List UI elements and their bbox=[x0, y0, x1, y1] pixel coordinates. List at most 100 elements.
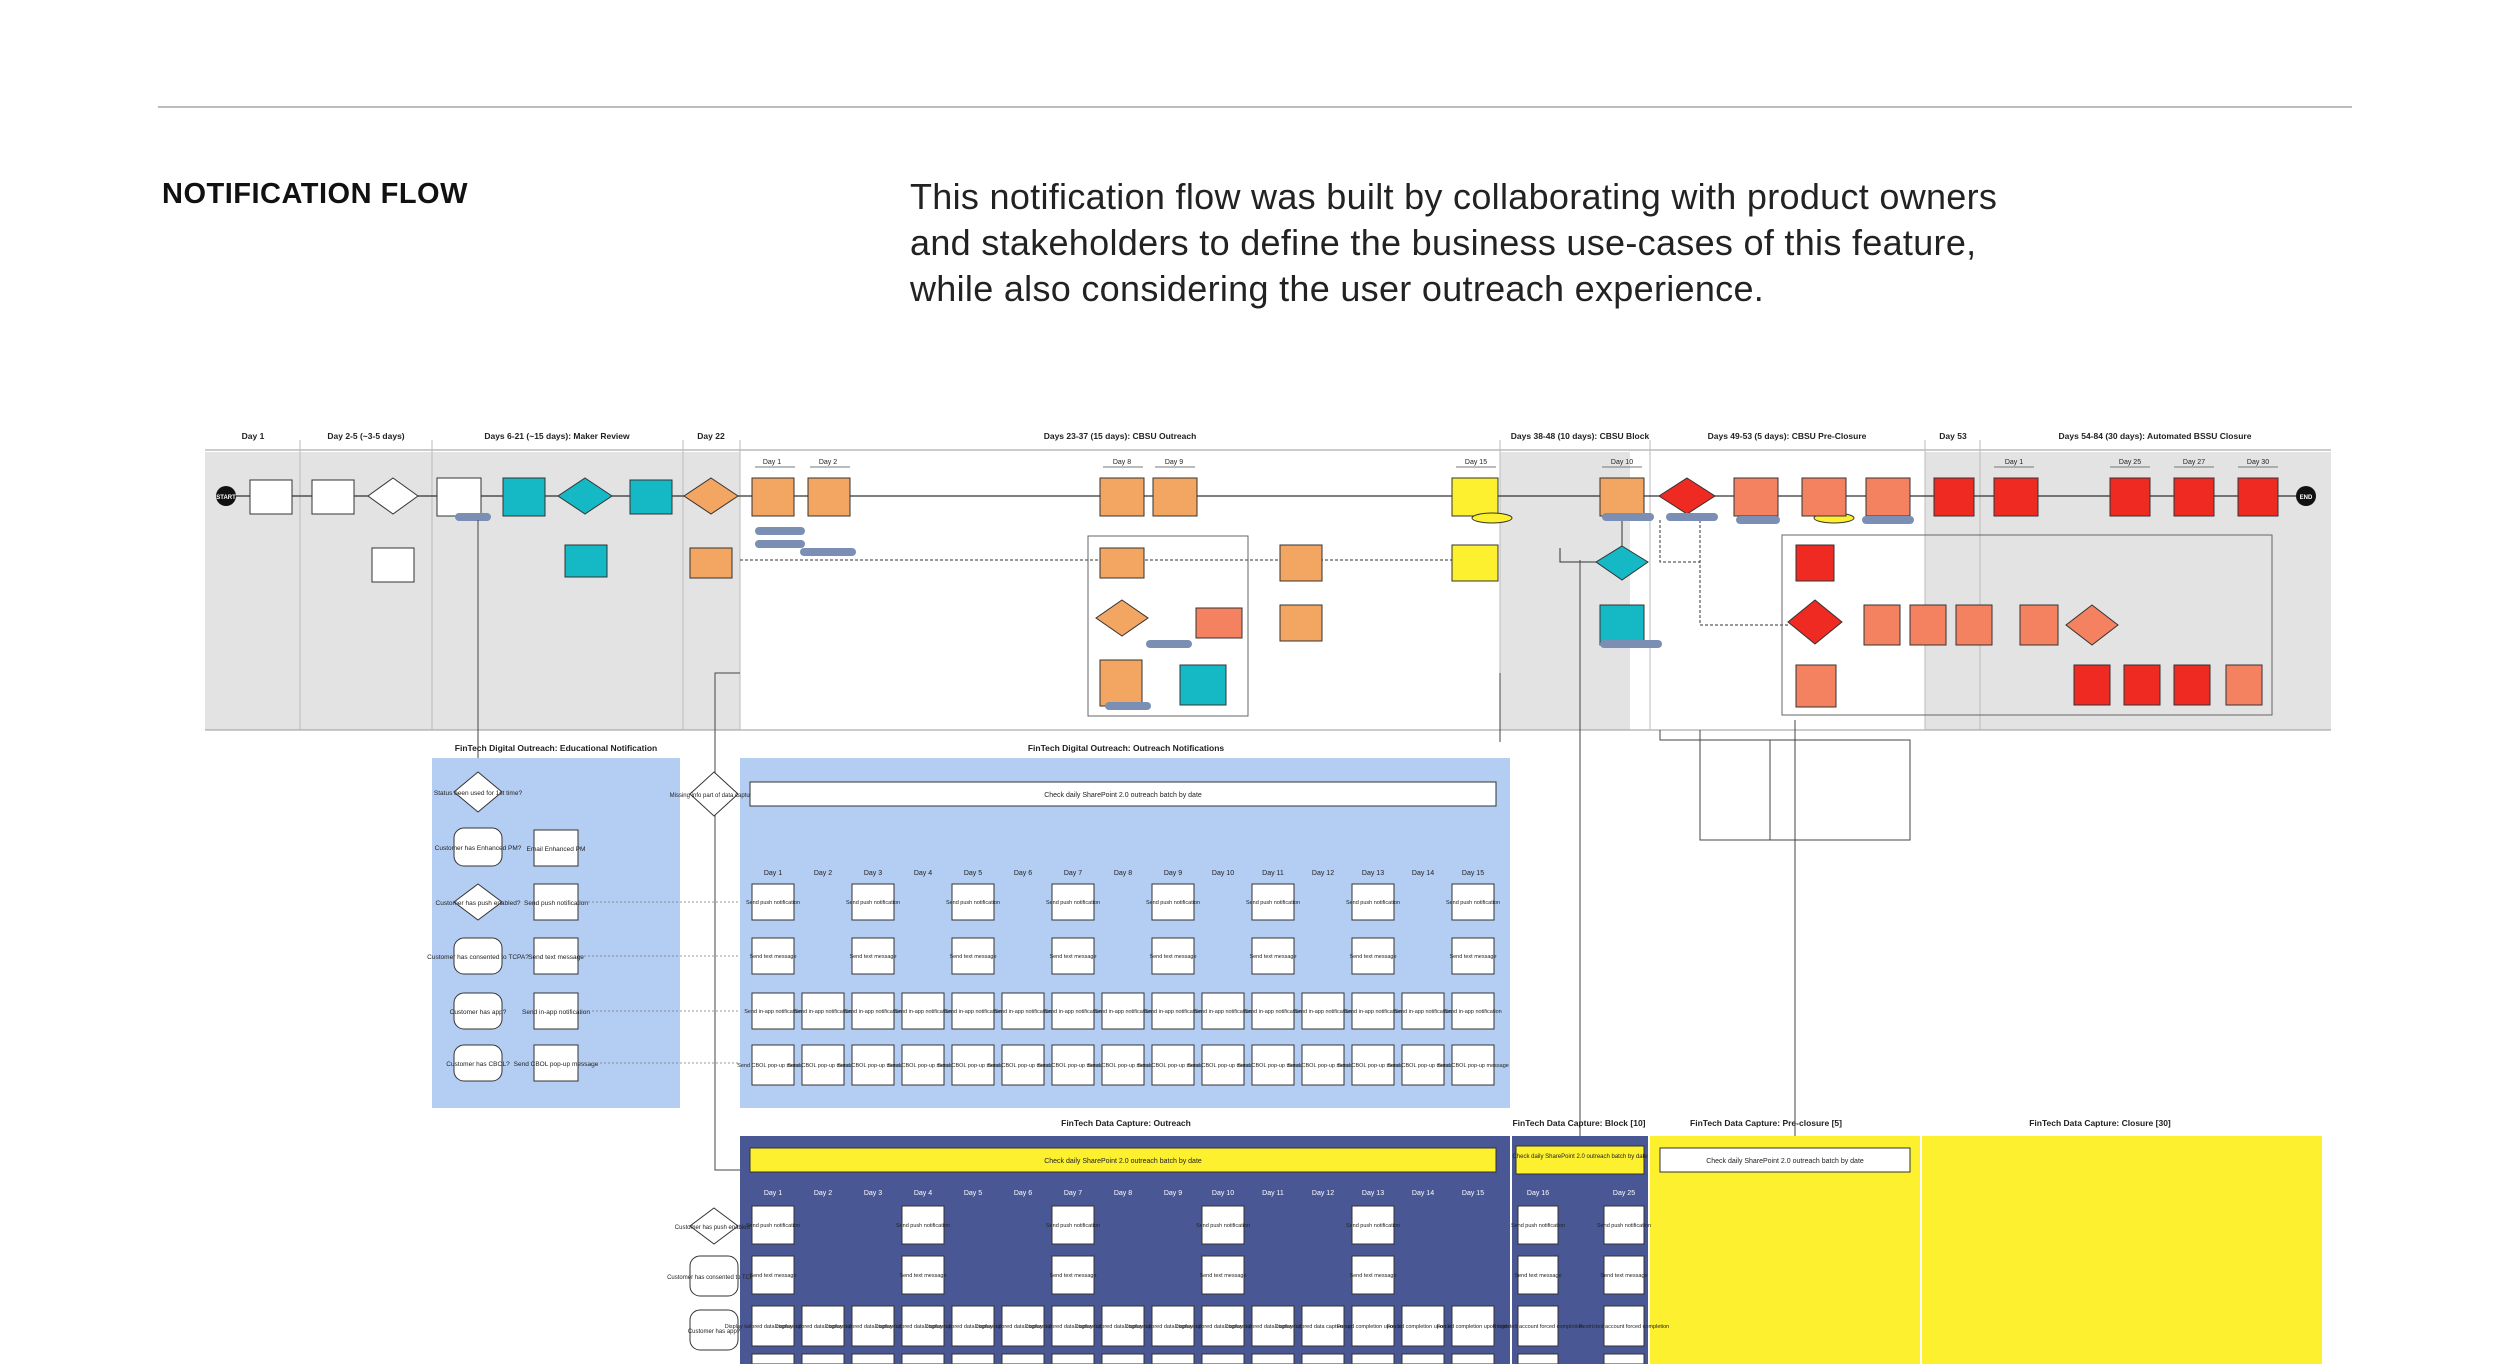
intro-line-1: This notification flow was built by coll… bbox=[910, 176, 1998, 217]
capture-text-cell bbox=[751, 1255, 795, 1295]
svg-text:Send text message: Send text message bbox=[528, 954, 584, 961]
intro-line-3: while also considering the user outreach… bbox=[910, 268, 1765, 309]
customer-opts-out-box bbox=[1279, 544, 1323, 582]
block-text-cell bbox=[1603, 1255, 1645, 1295]
edu-action-email bbox=[533, 829, 579, 867]
capture-display-cell-label: Display tailored data capture upon login bbox=[1275, 1324, 1372, 1330]
outreach-cbol-cell-label: Send CBOL pop-up message bbox=[1387, 1063, 1459, 1069]
capture-display-cell-label: Forced completion upon login bbox=[1437, 1324, 1509, 1330]
outreach-text-cell bbox=[851, 937, 895, 975]
outreach-batch-bar bbox=[749, 781, 1497, 807]
capture-batch-bar bbox=[749, 1147, 1497, 1173]
capture-push-cell-label: Send push notification bbox=[1046, 1223, 1100, 1229]
outreach-day-4: Day 4 bbox=[914, 870, 932, 877]
edu-decision-3 bbox=[453, 883, 503, 921]
outreach-inapp-cell-label: Send in-app notification bbox=[1094, 1009, 1151, 1015]
capture-day-8: Day 8 bbox=[1114, 1190, 1132, 1197]
outreach-day-3: Day 3 bbox=[864, 870, 882, 877]
outreach-inapp-cell-label: Send in-app notification bbox=[944, 1009, 1001, 1015]
edu-decision-4 bbox=[453, 937, 503, 975]
email-maker-box bbox=[1795, 664, 1837, 708]
subday-1: Day 1 bbox=[763, 459, 781, 466]
capture-day-15: Day 15 bbox=[1462, 1190, 1484, 1197]
trigger-outreach-box bbox=[629, 479, 673, 515]
cbsu-assigned-diamond bbox=[367, 477, 419, 515]
kyc-sorted-box bbox=[311, 479, 355, 515]
outreach-inapp-cell bbox=[1251, 992, 1295, 1030]
block-push-cell bbox=[1603, 1205, 1645, 1245]
outreach-title: FinTech Digital Outreach: Outreach Notif… bbox=[1028, 743, 1225, 753]
outreach-text-cell bbox=[1351, 937, 1395, 975]
capture-text-cell bbox=[901, 1255, 945, 1295]
capture-text-cell bbox=[1201, 1255, 1245, 1295]
capture-display-cell-label: Forced completion upon login bbox=[1337, 1324, 1409, 1330]
capture-display-cell-label: Display tailored data capture upon login bbox=[1175, 1324, 1272, 1330]
outreach-text-cell bbox=[751, 937, 795, 975]
outreach-cbol-cell bbox=[751, 1044, 795, 1086]
intro-line-2: and stakeholders to define the business … bbox=[910, 222, 1977, 263]
capture-day-11: Day 11 bbox=[1262, 1190, 1284, 1197]
intro-paragraph: This notification flow was built by coll… bbox=[910, 174, 2240, 312]
cbsu-assigned-diamond-2 bbox=[1095, 599, 1149, 637]
outreach-cbol-cell bbox=[1351, 1044, 1395, 1086]
info-sufficient-diamond bbox=[1595, 545, 1649, 581]
outreach-text-cell-label: Send text message bbox=[1049, 954, 1096, 960]
outreach-push-cell-label: Send push notification bbox=[746, 900, 800, 906]
capture-display-cell bbox=[851, 1305, 895, 1347]
svg-text:Check daily SharePoint 2.0 out: Check daily SharePoint 2.0 outreach batc… bbox=[1512, 1154, 1648, 1160]
capture-outreach-title: FinTech Data Capture: Outreach bbox=[1061, 1118, 1191, 1128]
capture-day-1: Day 1 bbox=[764, 1190, 782, 1197]
capture-display-cell-label: Forced completion upon login bbox=[1387, 1324, 1459, 1330]
outreach-text-cell-label: Send text message bbox=[1149, 954, 1196, 960]
capture-display-cell-next bbox=[1051, 1353, 1095, 1364]
pass-to-dbsu-box bbox=[1599, 604, 1645, 646]
capture-text-cell-label: Send text message bbox=[1199, 1273, 1246, 1279]
block-day-2: Day 25 bbox=[1613, 1190, 1635, 1197]
pill bbox=[800, 548, 856, 556]
outreach-inapp-cell bbox=[1301, 992, 1345, 1030]
capture-display-cell bbox=[951, 1305, 995, 1347]
outreach-text-cell bbox=[951, 937, 995, 975]
block-text-cell bbox=[1517, 1255, 1559, 1295]
capture-text-cell-label: Send text message bbox=[1049, 1273, 1096, 1279]
outreach-cbol-cell bbox=[1101, 1044, 1145, 1086]
capture-push-cell-label: Send push notification bbox=[1346, 1223, 1400, 1229]
svg-text:Send in-app notification: Send in-app notification bbox=[522, 1009, 590, 1016]
pill bbox=[1600, 640, 1662, 648]
outreach-day-1: Day 1 bbox=[764, 870, 782, 877]
phase-bssu-closure: Days 54-84 (30 days): Automated BSSU Clo… bbox=[2059, 431, 2252, 441]
email-closure-mailbox-box bbox=[2173, 664, 2211, 706]
outreach-cbol-cell-label: Send CBOL pop-up message bbox=[787, 1063, 859, 1069]
capture-day-4: Day 4 bbox=[914, 1190, 932, 1197]
phase-cbsu-outreach: Days 23-37 (15 days): CBSU Outreach bbox=[1044, 431, 1197, 441]
capture-display-cell-next bbox=[1301, 1353, 1345, 1364]
block-restricted-cell-label: Restricted account forced completion bbox=[1493, 1324, 1584, 1330]
outreach-push-cell-label: Send push notification bbox=[846, 900, 900, 906]
capture-push-cell-label: Send push notification bbox=[1196, 1223, 1250, 1229]
subday-9: Day 9 bbox=[1165, 459, 1183, 466]
outreach-text-cell-label: Send text message bbox=[1349, 954, 1396, 960]
capture-display-cell-label: Display tailored data capture upon login bbox=[875, 1324, 972, 1330]
outreach-day-6: Day 6 bbox=[1014, 870, 1032, 877]
outreach-inapp-cell bbox=[901, 992, 945, 1030]
pill bbox=[1736, 516, 1780, 524]
svg-text:Customer has push enabled?: Customer has push enabled? bbox=[436, 900, 521, 907]
svg-text:Customer has app?: Customer has app? bbox=[450, 1009, 507, 1016]
capture-text-cell-label: Send text message bbox=[749, 1273, 796, 1279]
edu-decision-1 bbox=[453, 771, 503, 813]
upload-info-box bbox=[1099, 659, 1143, 707]
subday-2: Day 2 bbox=[819, 459, 837, 466]
edu-decision-5 bbox=[453, 992, 503, 1030]
outreach-inapp-cell bbox=[851, 992, 895, 1030]
pill bbox=[1862, 516, 1914, 524]
capture-text-cell bbox=[1351, 1255, 1395, 1295]
capture-push-cell bbox=[751, 1205, 795, 1245]
outreach-inapp-cell-label: Send in-app notification bbox=[1194, 1009, 1251, 1015]
capture-display-cell-label: Display tailored data capture upon login bbox=[925, 1324, 1022, 1330]
capture-display-cell-label: Display tailored data capture upon login bbox=[725, 1324, 822, 1330]
outreach-inapp-cell bbox=[1351, 992, 1395, 1030]
outreach-cbol-cell bbox=[1151, 1044, 1195, 1086]
outreach-inapp-cell bbox=[1001, 992, 1045, 1030]
capture-text-cell-label: Send text message bbox=[899, 1273, 946, 1279]
